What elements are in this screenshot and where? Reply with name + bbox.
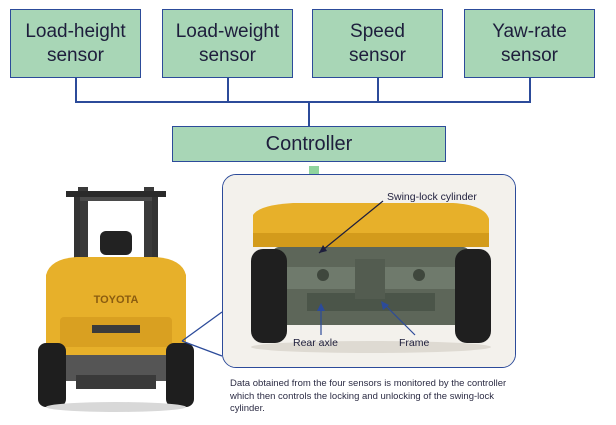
frame-label: Frame — [399, 337, 430, 349]
sensor-label-line2: sensor — [46, 44, 105, 66]
caption-text: Data obtained from the four sensors is m… — [230, 378, 507, 414]
sensor-label-line1: Load-height — [25, 20, 126, 42]
forklift-illustration: TOYOTA — [38, 187, 194, 412]
controller-box: Controller — [172, 126, 446, 162]
connector-sensor-4 — [529, 78, 531, 102]
rear-axle-closeup-photo — [223, 175, 515, 367]
svg-text:TOYOTA: TOYOTA — [94, 294, 139, 306]
connector-sensor-2 — [227, 78, 229, 102]
swing-lock-cylinder-label: Swing-lock cylinder — [387, 191, 477, 203]
connector-bus — [75, 101, 531, 103]
sensor-label-line1: Yaw-rate — [492, 20, 567, 42]
load-height-sensor-box: Load-height sensor — [10, 9, 141, 78]
connector-to-controller — [308, 102, 310, 126]
controller-label: Controller — [265, 132, 353, 155]
rear-axle-label: Rear axle — [293, 337, 338, 349]
sensor-label-line2: sensor — [500, 44, 559, 66]
yaw-rate-sensor-box: Yaw-rate sensor — [464, 9, 595, 78]
connector-sensor-1 — [75, 78, 77, 102]
detail-closeup-box: Swing-lock cylinder Rear axle Frame — [222, 174, 516, 368]
sensor-label-line1: Load-weight — [175, 20, 280, 42]
sensor-label-line2: sensor — [348, 44, 407, 66]
connector-sensor-3 — [377, 78, 379, 102]
sensor-label-line1: Speed — [350, 20, 405, 42]
speed-sensor-box: Speed sensor — [312, 9, 443, 78]
sensor-label-line2: sensor — [198, 44, 257, 66]
signal-dash-1 — [309, 166, 319, 178]
load-weight-sensor-box: Load-weight sensor — [162, 9, 293, 78]
